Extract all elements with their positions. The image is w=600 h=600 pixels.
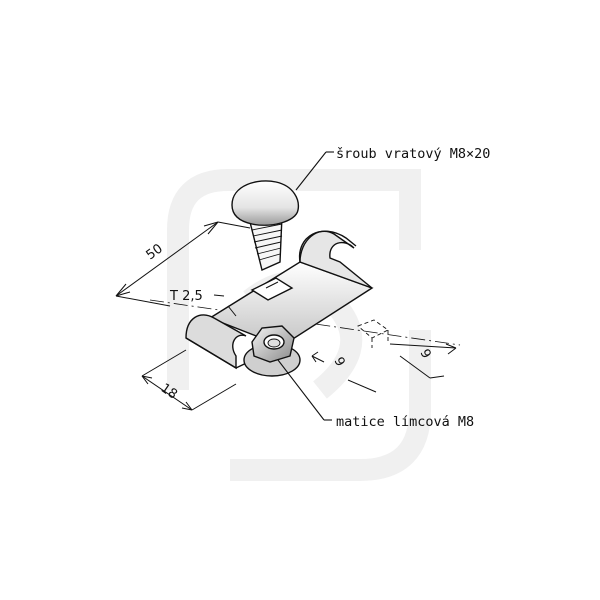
- flange-nut: [243, 325, 301, 377]
- carriage-bolt: [231, 180, 300, 271]
- dimension-slot-a: [311, 351, 377, 393]
- dimension-width: [141, 349, 237, 411]
- bolt-leader: [295, 151, 334, 191]
- bolt-label: šroub vratový M8×20: [336, 146, 490, 162]
- dimension-thickness-label: T 2,5: [169, 289, 203, 304]
- dimension-thickness: [213, 294, 237, 317]
- clip-body: [185, 230, 374, 370]
- nut-leader: [277, 359, 332, 421]
- slot-outline: [357, 319, 389, 348]
- dimension-slot-b: [389, 343, 457, 379]
- dimension-length-label: 50: [144, 241, 166, 263]
- nut-label: matice límcová M8: [336, 414, 474, 430]
- dimension-length: [115, 221, 251, 307]
